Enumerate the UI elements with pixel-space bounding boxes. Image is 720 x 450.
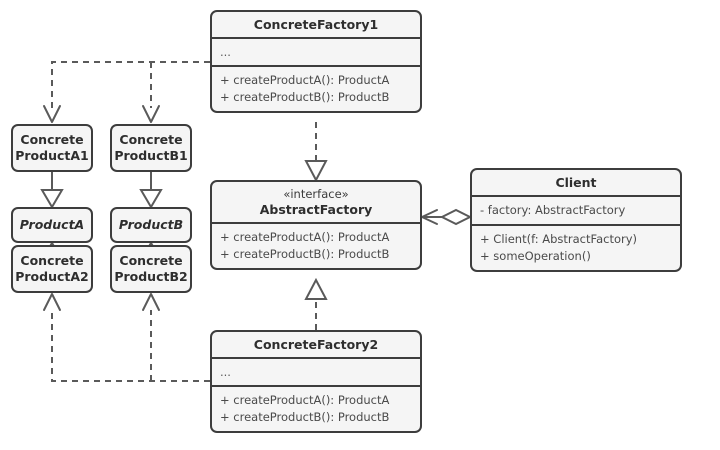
header-compartment-abstractfactory: «interface» AbstractFactory: [212, 182, 420, 222]
class-node-concreteproductb1[interactable]: Concrete ProductB1: [110, 124, 192, 172]
class-name-line-1: Concrete: [20, 253, 84, 268]
attributes-compartment-concretefactory2: ...: [212, 357, 420, 385]
operations-compartment-concretefactory1: + createProductA(): ProductA + createPro…: [212, 65, 420, 111]
attributes-compartment-concretefactory1: ...: [212, 37, 420, 65]
operation-item: + someOperation(): [480, 249, 591, 263]
class-name-line-2: ProductA1: [15, 148, 89, 163]
class-name-producta: ProductA: [19, 217, 85, 232]
watermark-artifact: [470, 295, 690, 340]
edge-realization-cf2-abstractfactory: [304, 277, 328, 330]
class-name-concreteproductb2: Concrete ProductB2: [112, 253, 190, 285]
operation-item: + Client(f: AbstractFactory): [480, 232, 638, 246]
attribute-item: - factory: AbstractFactory: [480, 203, 626, 217]
class-name-concreteproducta1: Concrete ProductA1: [13, 132, 91, 164]
operation-item: + createProductA(): ProductA: [220, 73, 390, 87]
edge-generalization-cpb1-productb: [139, 172, 163, 209]
class-name-line-2: ProductB2: [114, 269, 188, 284]
class-node-concretefactory2[interactable]: ConcreteFactory2 ... + createProductA():…: [210, 330, 422, 433]
operations-compartment-abstractfactory: + createProductA(): ProductA + createPro…: [212, 222, 420, 268]
operation-item: + createProductA(): ProductA: [220, 230, 390, 244]
attributes-compartment-client: - factory: AbstractFactory: [472, 195, 680, 224]
operation-item: + createProductB(): ProductB: [220, 90, 390, 104]
class-node-concreteproductb2[interactable]: Concrete ProductB2: [110, 245, 192, 293]
class-node-abstractfactory[interactable]: «interface» AbstractFactory + createProd…: [210, 180, 422, 270]
edge-realization-cf1-abstractfactory: [304, 122, 328, 183]
edge-generalization-cpa1-producta: [40, 172, 64, 209]
class-name-line-1: Concrete: [119, 253, 183, 268]
class-node-client[interactable]: Client - factory: AbstractFactory + Clie…: [470, 168, 682, 272]
class-name-concretefactory2: ConcreteFactory2: [253, 337, 379, 352]
class-node-concreteproducta1[interactable]: Concrete ProductA1: [11, 124, 93, 172]
class-node-productb[interactable]: ProductB: [110, 207, 192, 243]
operation-item: + createProductA(): ProductA: [220, 393, 390, 407]
operations-compartment-client: + Client(f: AbstractFactory) + someOpera…: [472, 224, 680, 270]
class-node-concreteproducta2[interactable]: Concrete ProductA2: [11, 245, 93, 293]
class-node-producta[interactable]: ProductA: [11, 207, 93, 243]
class-node-concretefactory1[interactable]: ConcreteFactory1 ... + createProductA():…: [210, 10, 422, 113]
class-name-productb: ProductB: [118, 217, 184, 232]
operations-compartment-concretefactory2: + createProductA(): ProductA + createPro…: [212, 385, 420, 431]
edge-aggregation-client-abstractfactory: [421, 208, 473, 226]
operation-item: + createProductB(): ProductB: [220, 247, 390, 261]
edge-dependency-cf1-products: [43, 61, 210, 123]
class-name-concretefactory1: ConcreteFactory1: [253, 17, 379, 32]
class-name-line-2: ProductB1: [114, 148, 188, 163]
operation-item: + createProductB(): ProductB: [220, 410, 390, 424]
class-name-line-2: ProductA2: [15, 269, 89, 284]
class-name-line-1: Concrete: [119, 132, 183, 147]
class-name-line-1: Concrete: [20, 132, 84, 147]
class-name-concreteproducta2: Concrete ProductA2: [13, 253, 91, 285]
class-name-abstractfactory: AbstractFactory: [259, 202, 373, 217]
class-name-concreteproductb1: Concrete ProductB1: [112, 132, 190, 164]
edge-dependency-cf2-products: [43, 293, 210, 382]
class-name-client: Client: [555, 175, 597, 190]
stereotype-interface: «interface»: [283, 187, 349, 201]
